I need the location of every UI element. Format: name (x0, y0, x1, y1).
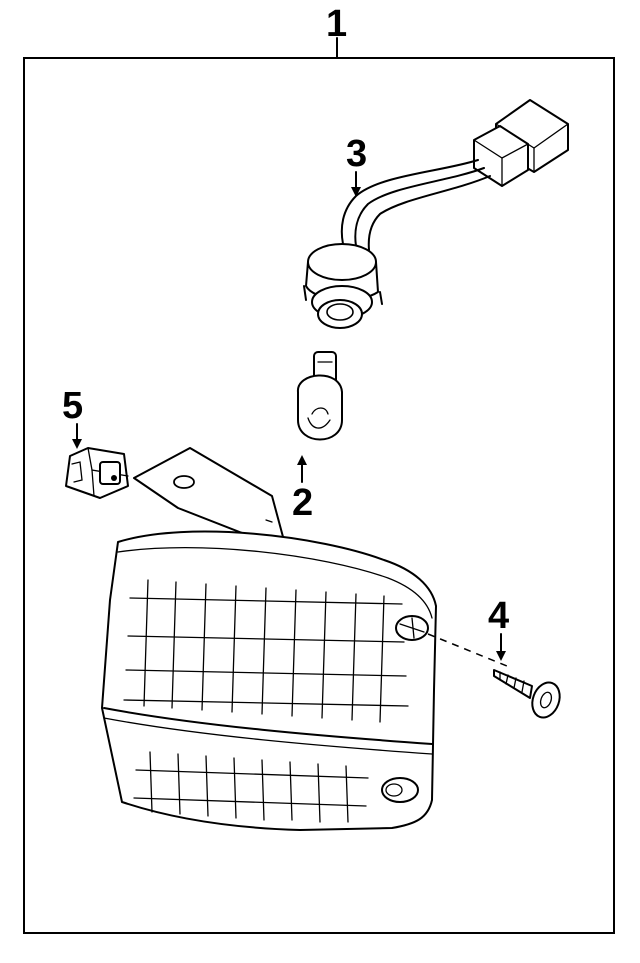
assembly-frame (23, 37, 615, 934)
callout-2: 2 (292, 482, 313, 524)
retaining-clip (65, 447, 129, 499)
callout-3: 3 (346, 133, 367, 175)
callout-4: 4 (488, 595, 509, 637)
leader-arrows (72, 171, 506, 661)
screw (493, 669, 561, 719)
lower-lens-grid (133, 751, 369, 823)
socket-harness (303, 99, 569, 329)
callout-5: 5 (62, 385, 83, 427)
callout-1: 1 (326, 3, 347, 45)
upper-lens-grid (123, 579, 409, 723)
bulb (296, 351, 343, 441)
lamp-housing (101, 447, 513, 831)
